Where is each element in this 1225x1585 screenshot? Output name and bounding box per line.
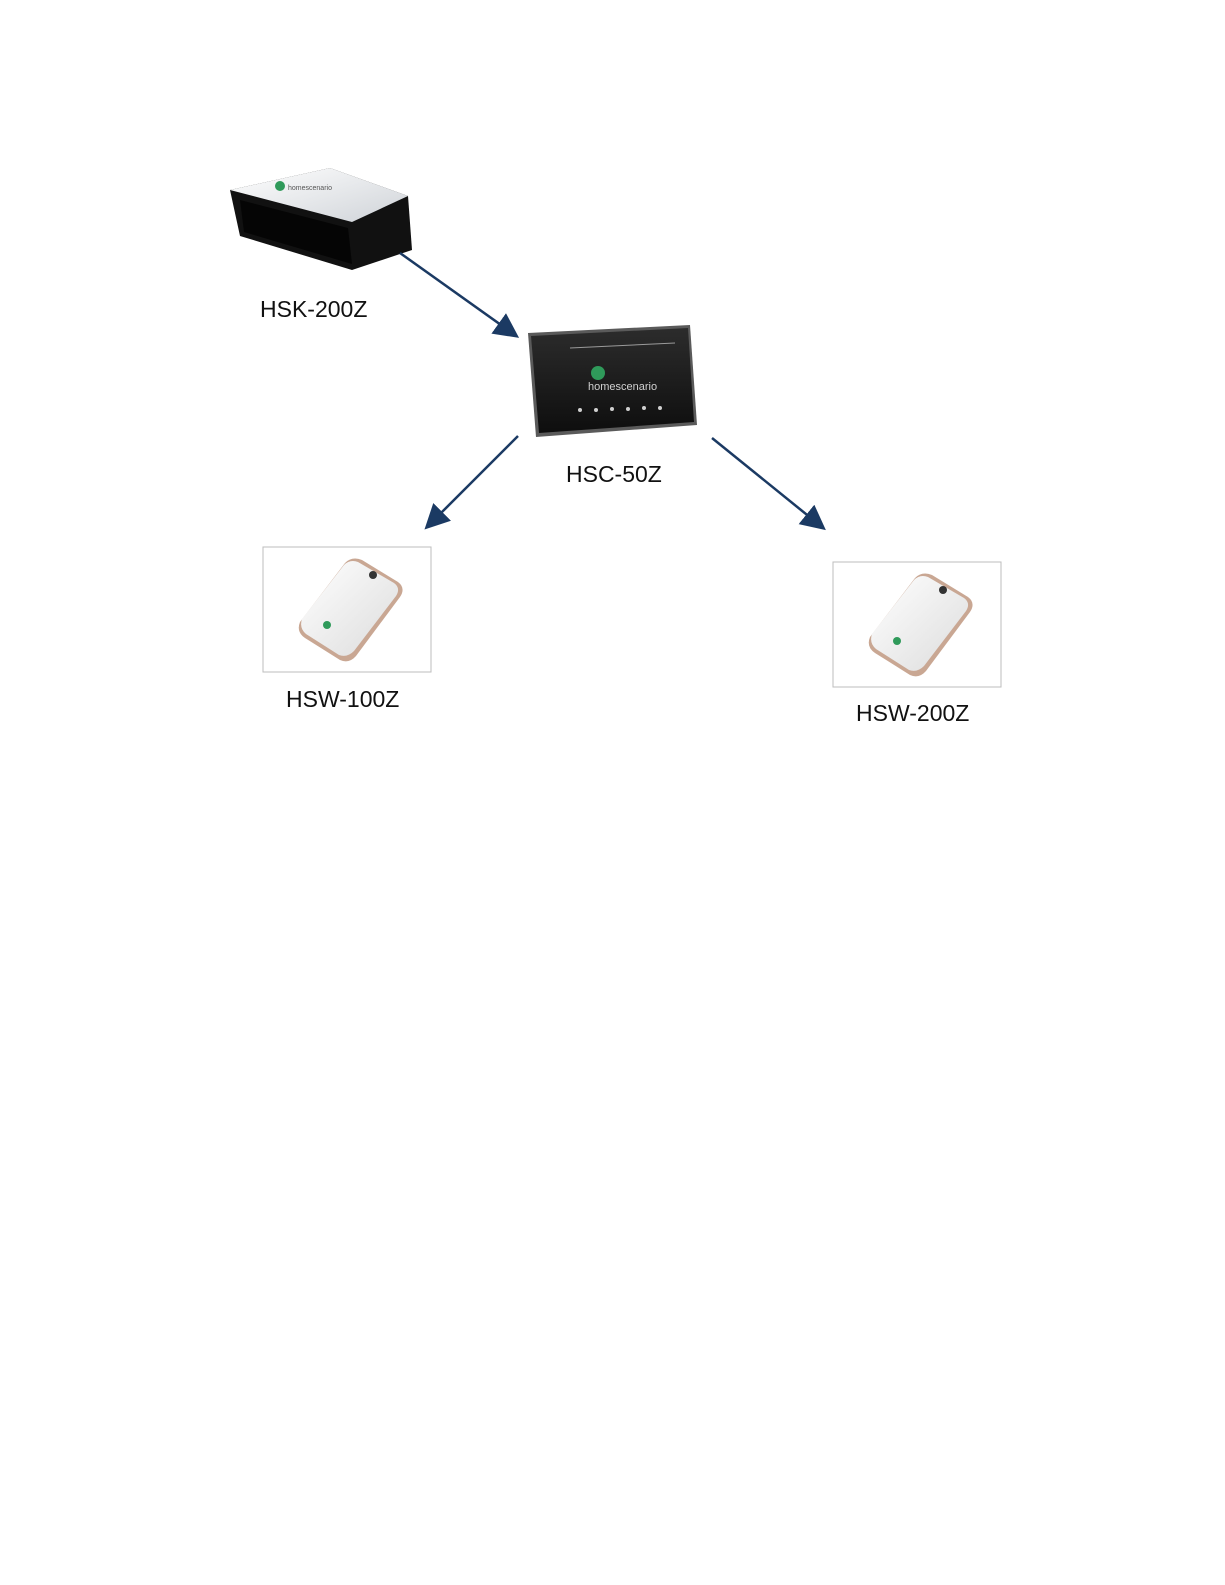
arrow-controller-to-hsw100z [428,436,518,526]
svg-text:homescenario: homescenario [288,185,332,192]
wall-switch-device-icon-right [833,562,1001,687]
arrow-controller-to-hsw200z [712,438,822,527]
controller-brand-text: homescenario [588,381,657,393]
arrow-keyfob-to-controller [400,253,515,335]
wall-switch-device-icon-left [263,547,431,672]
controller-device-icon: homescenario [528,325,697,437]
keyfob-device-icon: homescenario [230,168,412,270]
node-label-hsw-100z: HSW-100Z [286,686,399,713]
node-label-hsk-200z: HSK-200Z [260,296,367,323]
node-label-hsc-50z: HSC-50Z [566,461,662,488]
node-label-hsw-200z: HSW-200Z [856,700,969,727]
